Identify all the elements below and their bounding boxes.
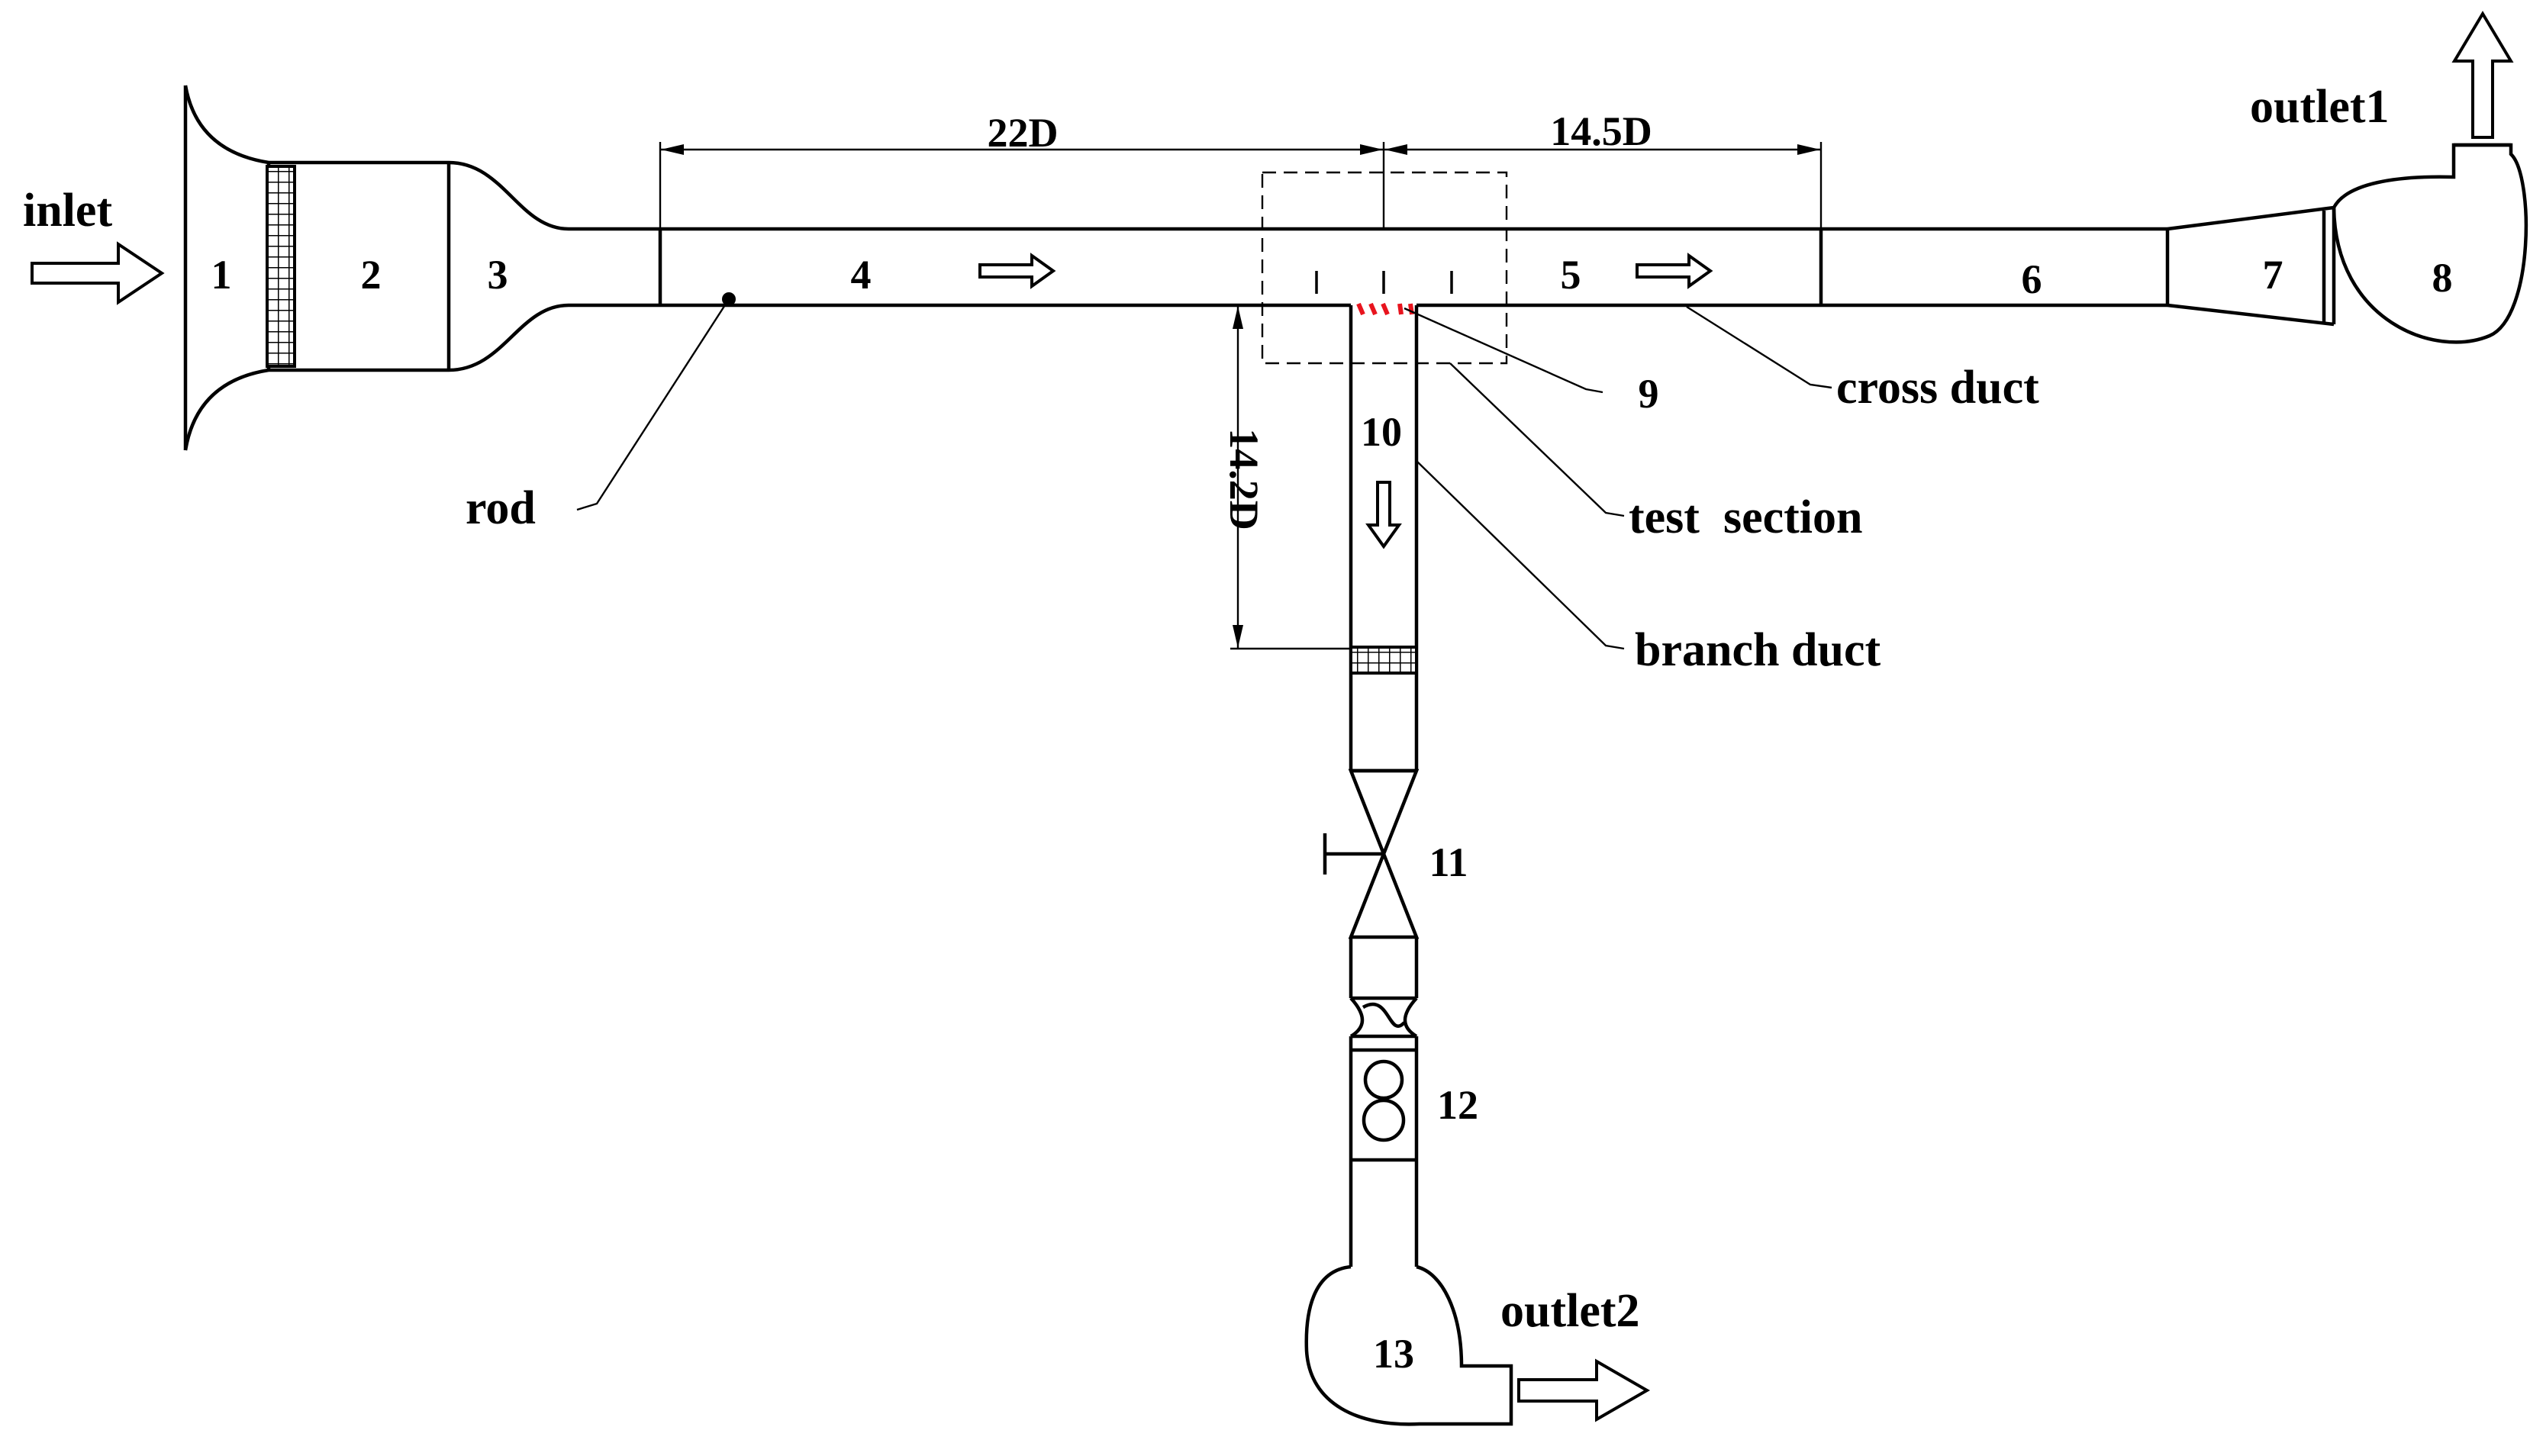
inlet-arrow-icon <box>31 241 165 305</box>
outlet2-label: outlet2 <box>1500 1285 1640 1337</box>
contraction-section-3 <box>448 160 660 372</box>
label-11: 11 <box>1429 839 1468 885</box>
dimension-lines <box>659 142 1823 650</box>
fan-13 <box>1304 1264 1513 1426</box>
flow-arrows <box>31 11 2514 1422</box>
duct5-arrow-icon <box>1636 253 1713 289</box>
outlet1-label: outlet1 <box>2250 81 2390 133</box>
dimension-22d: 22D <box>988 110 1059 156</box>
cross-duct-label: cross duct <box>1836 362 2039 414</box>
label-13: 13 <box>1373 1331 1414 1377</box>
label-9: 9 <box>1639 371 1659 417</box>
label-1: 1 <box>211 252 232 298</box>
diffuser-section-7 <box>2167 205 2336 327</box>
label-4: 4 <box>851 252 872 298</box>
honeycomb-screen <box>266 165 296 368</box>
duct4-arrow-icon <box>978 253 1056 289</box>
label-12: 12 <box>1437 1082 1478 1128</box>
probes <box>1315 271 1453 294</box>
label-2: 2 <box>361 252 382 298</box>
sensor-marks-9 <box>1356 302 1414 316</box>
branch-honeycomb <box>1349 646 1418 675</box>
flowmeter-12 <box>1349 937 1419 1267</box>
valve-11 <box>1323 768 1420 939</box>
rod-label: rod <box>466 482 536 534</box>
inlet-label: inlet <box>23 185 112 237</box>
label-3: 3 <box>488 252 508 298</box>
label-7: 7 <box>2263 252 2283 298</box>
dimension-14-2d: 14.2D <box>1221 428 1267 530</box>
fan-8 <box>2332 143 2528 344</box>
label-5: 5 <box>1561 252 1581 298</box>
dimension-14-5d: 14.5D <box>1550 108 1652 154</box>
branch-duct-label: branch duct <box>1635 624 1881 676</box>
branch-arrow-icon <box>1365 481 1402 549</box>
label-8: 8 <box>2432 255 2453 301</box>
label-6: 6 <box>2022 256 2042 302</box>
cross-duct-walls <box>658 227 2170 308</box>
leader-lines <box>576 298 1832 650</box>
outlet1-arrow-icon <box>2451 11 2514 139</box>
settling-chamber-2 <box>269 160 451 372</box>
test-section-box <box>1261 171 1508 365</box>
outlet2-arrow-icon <box>1517 1358 1651 1422</box>
test-section-label: test section <box>1629 491 1862 543</box>
label-10: 10 <box>1361 409 1402 455</box>
